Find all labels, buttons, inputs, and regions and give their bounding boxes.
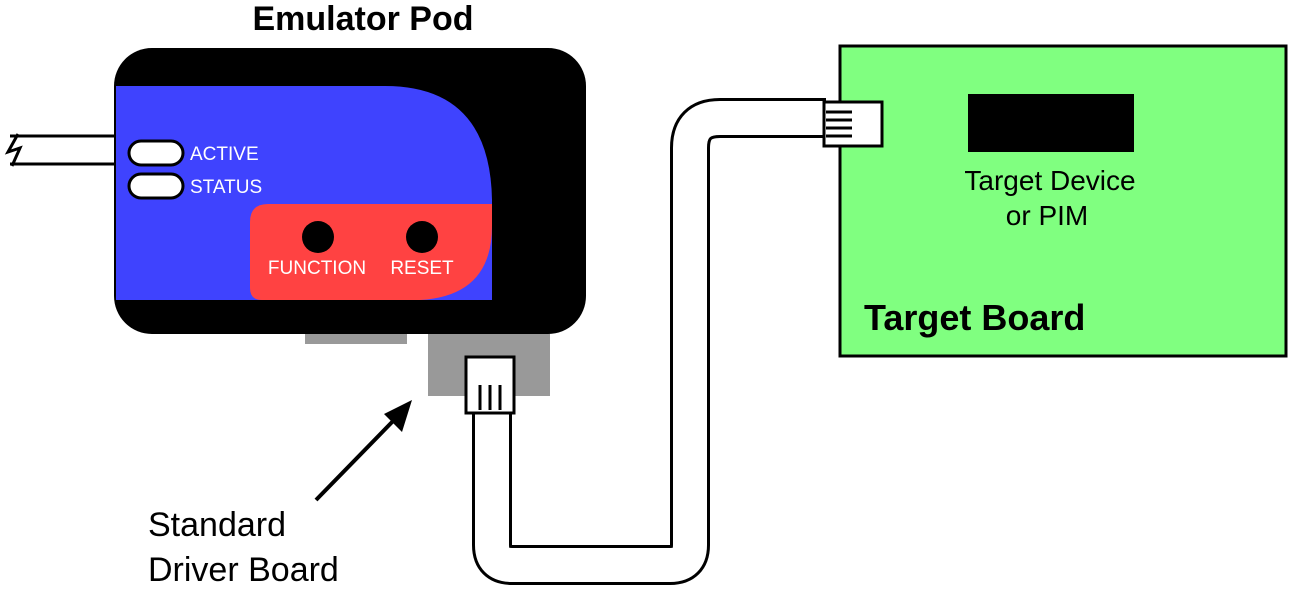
reset-button-icon: [406, 221, 438, 253]
target-device-label-line1: Target Device: [964, 165, 1135, 196]
driver-board-label-line1: Standard: [148, 506, 286, 544]
driver-board-label-line2: Driver Board: [148, 551, 339, 589]
status-led-icon: [127, 172, 185, 200]
status-led-label: STATUS: [190, 177, 262, 198]
driver-board-arrow: [314, 400, 412, 502]
function-button-label: FUNCTION: [268, 258, 366, 279]
target-device-chip: [968, 94, 1134, 152]
diagram-title: Emulator Pod: [252, 0, 473, 38]
reset-button-label: RESET: [390, 258, 454, 279]
host-cable: [4, 133, 118, 167]
driver-cable-plug: [464, 355, 516, 415]
target-cable-plug: [822, 100, 884, 148]
pod-button-panel: [250, 204, 492, 300]
target-board-label: Target Board: [864, 297, 1085, 338]
active-led-label: ACTIVE: [190, 144, 259, 165]
active-led-icon: [127, 139, 185, 167]
ribbon-cable: [472, 98, 826, 585]
target-device-label-line2: or PIM: [1006, 200, 1088, 231]
function-button-icon: [302, 221, 334, 253]
